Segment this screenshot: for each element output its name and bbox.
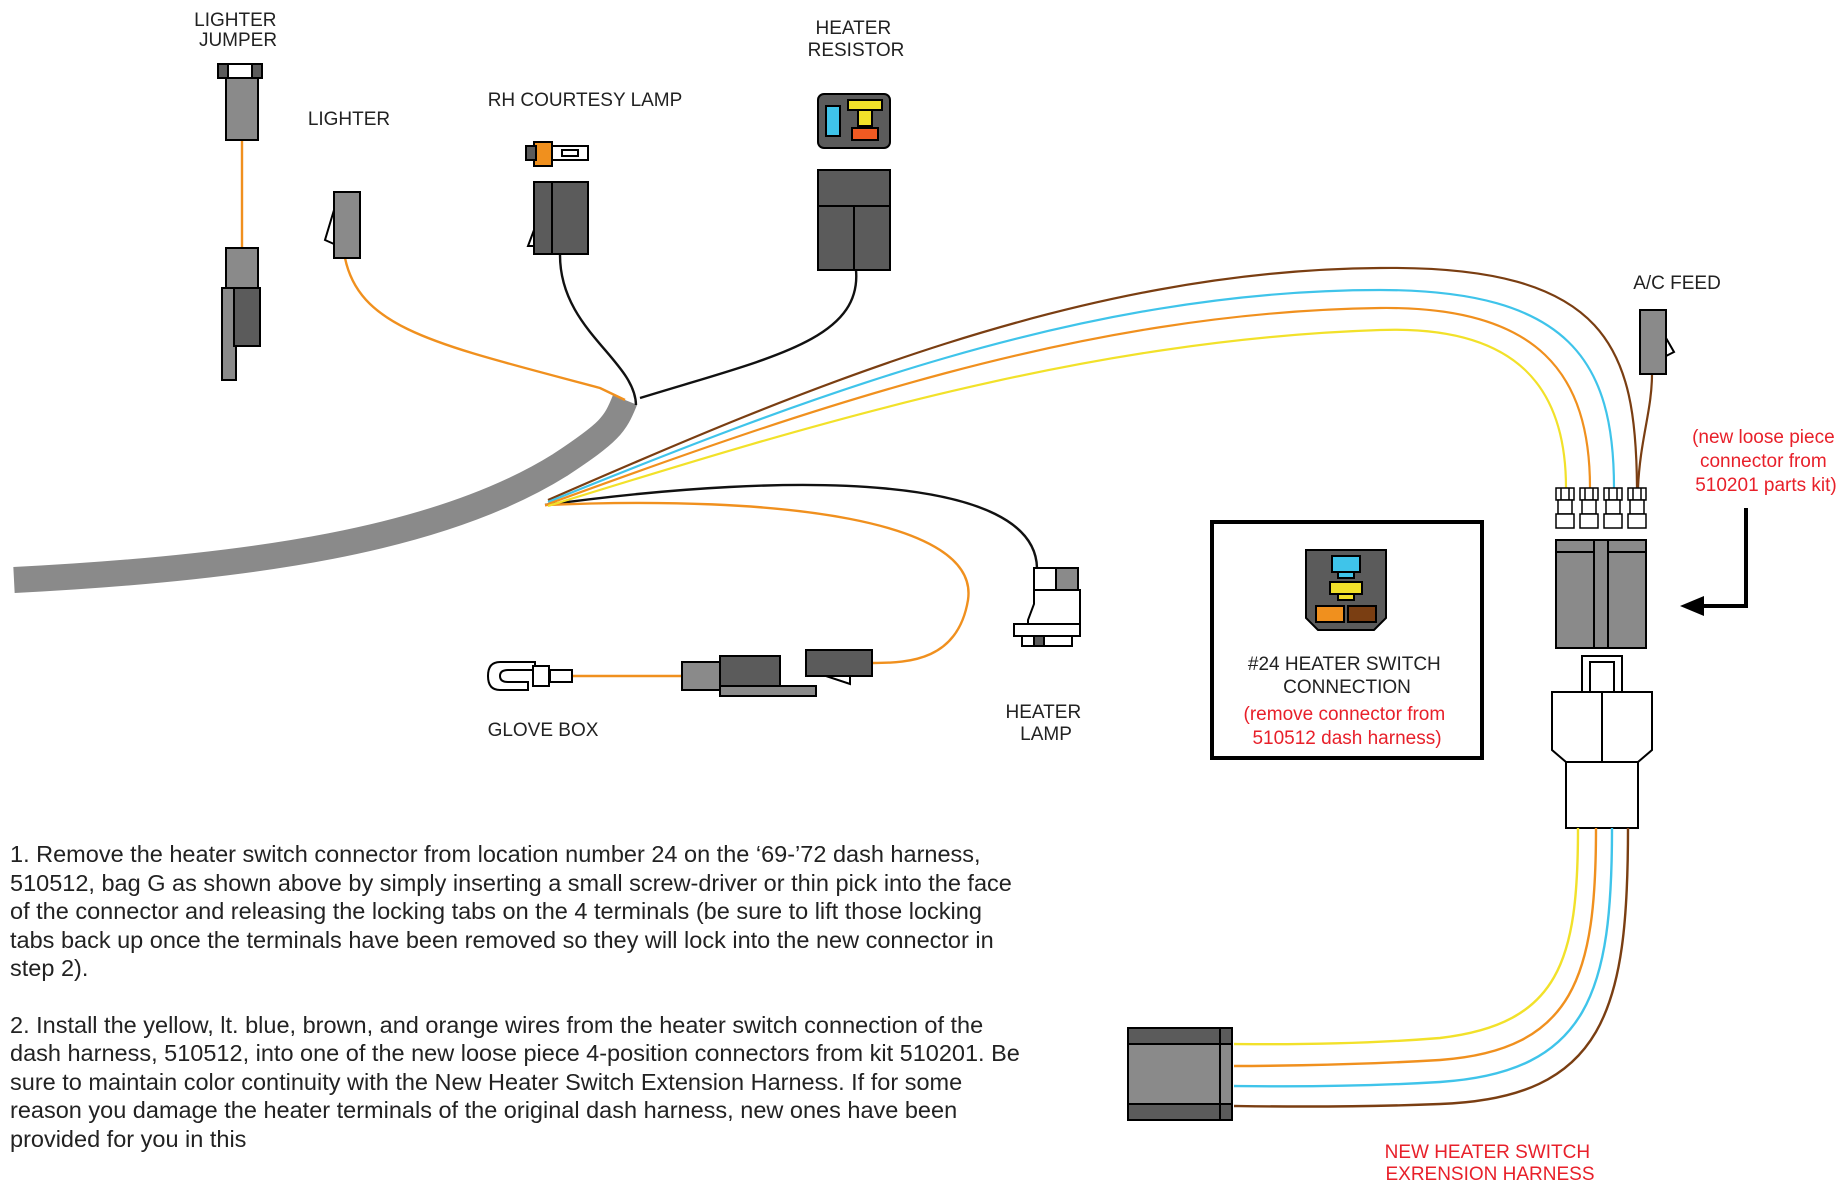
extension-harness-wires <box>1233 827 1630 1108</box>
heater-switch-note: (remove connector from 510512 dash harne… <box>1244 704 1451 749</box>
new-loose-piece-connector <box>1555 539 1647 649</box>
heater-lamp-label: HEATER LAMP <box>1006 702 1087 745</box>
ac-feed-wire <box>1636 373 1654 489</box>
arrow-line <box>1700 508 1748 608</box>
glove-box-connector <box>486 649 873 697</box>
branch-wires <box>240 138 1039 678</box>
ac-wire-bundle <box>547 266 1654 508</box>
instruction-step-1: 1. Remove the heater switch connector fr… <box>10 841 1012 981</box>
heater-switch-connector-icon <box>1305 549 1387 631</box>
lighter-wire <box>343 257 626 402</box>
heater-lamp-wire <box>544 483 1039 569</box>
ext-wire-yellow <box>1233 827 1580 1046</box>
heater-resistor-connector <box>817 93 891 271</box>
main-harness-trunk <box>13 395 638 593</box>
extension-harness-label: NEW HEATER SWITCH EXRENSION HARNESS <box>1385 1142 1596 1184</box>
mating-connector <box>1551 655 1653 829</box>
heater-resistor-label: HEATER RESISTOR <box>808 18 905 61</box>
wire-blue <box>547 288 1616 504</box>
glove-box-wire <box>544 501 970 665</box>
wire-yellow <box>547 328 1568 508</box>
rh-courtesy-lamp-label: RH COURTESY LAMP <box>488 90 683 111</box>
heater-switch-connection-box <box>1210 520 1484 760</box>
ext-wire-orange <box>1233 827 1598 1068</box>
new-loose-piece-note: (new loose piece connector from 510201 p… <box>1692 427 1838 496</box>
lighter-jumper-connector <box>217 63 263 381</box>
extension-harness-connector <box>1127 1027 1233 1121</box>
ac-feed-connector <box>1639 309 1676 375</box>
heater-lamp-connector <box>1013 567 1081 647</box>
wire-brown <box>547 266 1639 502</box>
glove-box-label: GLOVE BOX <box>488 720 599 741</box>
ac-feed-label: A/C FEED <box>1633 273 1721 294</box>
ext-wire-brown <box>1233 827 1630 1108</box>
instructions: 1. Remove the heater switch connector fr… <box>10 840 1020 1181</box>
wire-orange <box>547 306 1592 506</box>
lighter-jumper-label: LIGHTER JUMPER <box>194 10 282 51</box>
rh-courtesy-lamp-connector <box>525 141 589 255</box>
lighter-connector <box>323 191 361 259</box>
instruction-step-2: 2. Install the yellow, lt. blue, brown, … <box>10 1011 1020 1152</box>
courtesy-lamp-wire <box>558 254 638 406</box>
ext-wire-blue <box>1233 827 1614 1088</box>
arrow-head-icon <box>1680 596 1704 616</box>
heater-switch-title: #24 HEATER SWITCH CONNECTION <box>1248 654 1446 698</box>
heater-resistor-wire <box>639 269 858 400</box>
lighter-label: LIGHTER <box>308 109 390 130</box>
terminals <box>1555 487 1647 529</box>
